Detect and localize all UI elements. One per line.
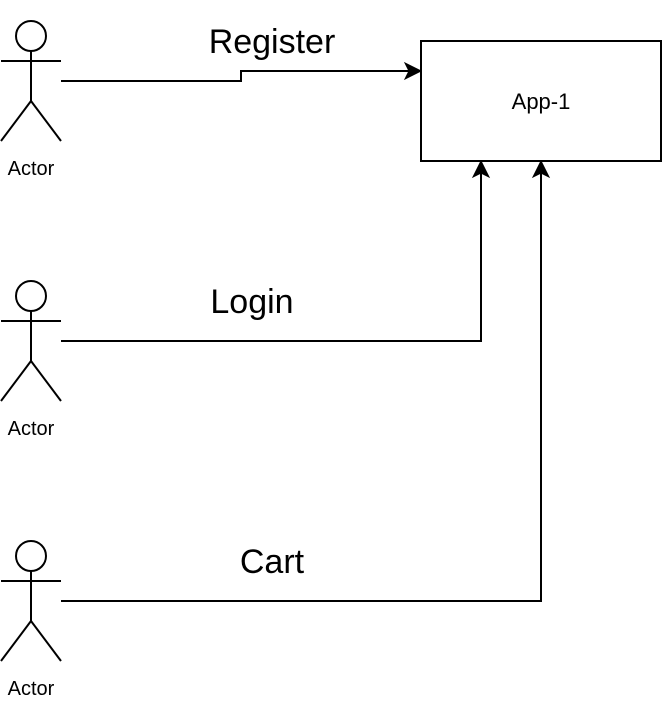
actor-figure-2[interactable] [0,280,62,402]
actor-figure-3[interactable] [0,540,62,662]
actor-label-1: Actor [8,158,55,180]
actor-label-2: Actor [8,418,55,440]
actor-right-leg [30,620,62,662]
cart-label: Cart [240,543,305,581]
app-box-label: App-1 [512,89,571,114]
login-label: Login [210,283,293,321]
actor-right-leg [30,100,62,142]
actor-label-3: Actor [8,678,55,700]
actor-right-leg [30,360,62,402]
register-arrowhead-icon [403,61,423,81]
register-connector[interactable] [61,70,410,82]
actor-left-leg [0,620,32,662]
actor-left-leg [0,360,32,402]
actor-left-leg [0,100,32,142]
actor-figure-1[interactable] [0,20,62,142]
actor-head [15,540,47,572]
cart-arrowhead-icon [531,159,551,179]
login-arrowhead-icon [471,159,491,179]
actor-head [15,20,47,52]
actor-head [15,280,47,312]
cart-connector[interactable] [61,172,542,602]
register-label: Register [209,23,336,61]
login-connector[interactable] [61,172,482,342]
